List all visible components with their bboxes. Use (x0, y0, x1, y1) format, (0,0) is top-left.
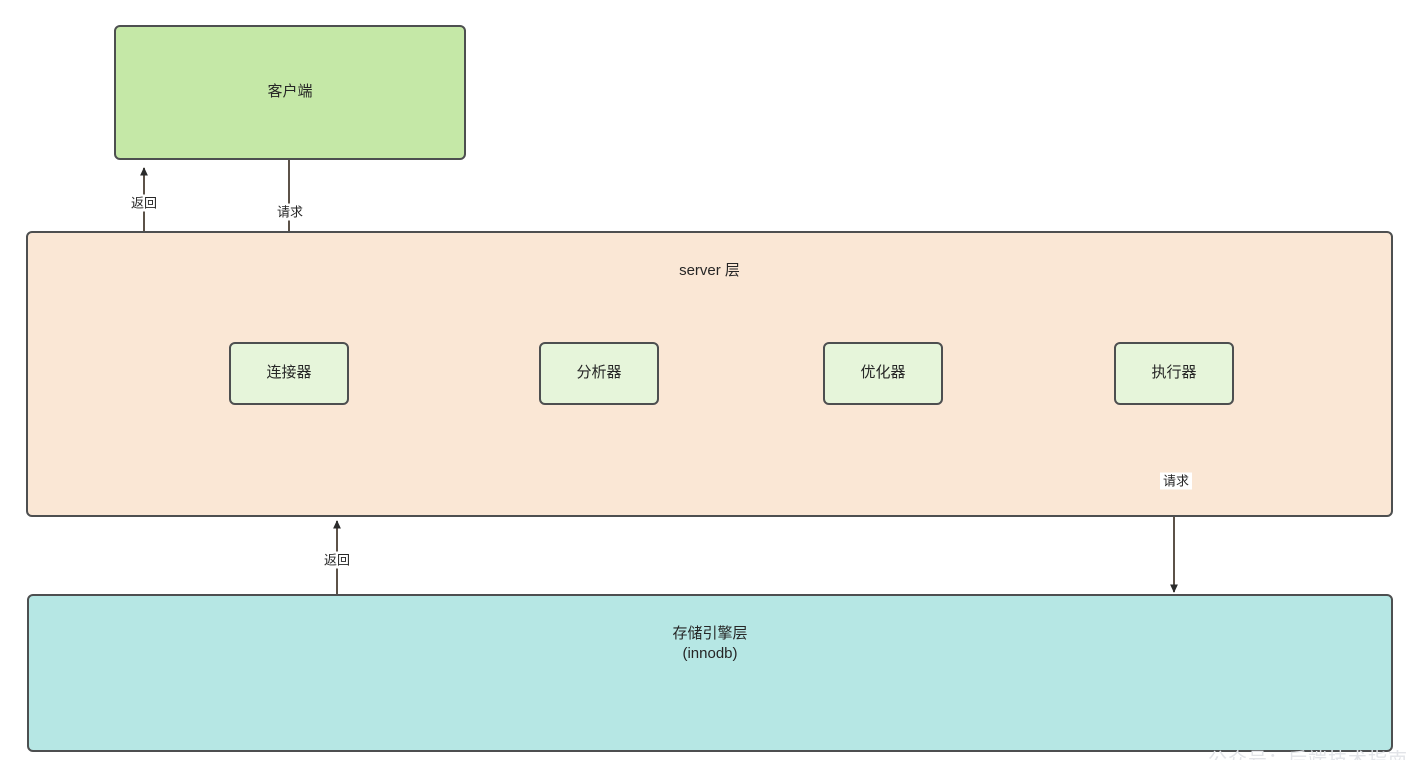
watermark: 公众号：后端技术指南 (1208, 745, 1407, 760)
node-analyzer-label: 分析器 (576, 364, 622, 382)
node-layer-storage-label: 存储引擎层 (innodb) (672, 625, 748, 663)
node-layer-storage[interactable]: 存储引擎层 (innodb) (27, 594, 1393, 752)
node-executor[interactable]: 执行器 (1114, 342, 1234, 405)
node-connector[interactable]: 连接器 (229, 342, 349, 405)
node-layer-server-label: server 层 (679, 262, 740, 279)
edge-label-client-return: 返回 (127, 194, 161, 212)
node-client-label: 客户端 (267, 83, 313, 101)
node-analyzer[interactable]: 分析器 (539, 342, 659, 405)
node-optimizer[interactable]: 优化器 (823, 342, 943, 405)
node-executor-label: 执行器 (1151, 364, 1197, 382)
node-connector-label: 连接器 (266, 364, 312, 382)
edge-label-client-request: 请求 (273, 203, 307, 221)
node-optimizer-label: 优化器 (860, 364, 906, 382)
node-client[interactable]: 客户端 (114, 25, 466, 160)
edge-label-storage-request: 请求 (1159, 472, 1193, 490)
edge-label-storage-return: 返回 (320, 551, 354, 569)
